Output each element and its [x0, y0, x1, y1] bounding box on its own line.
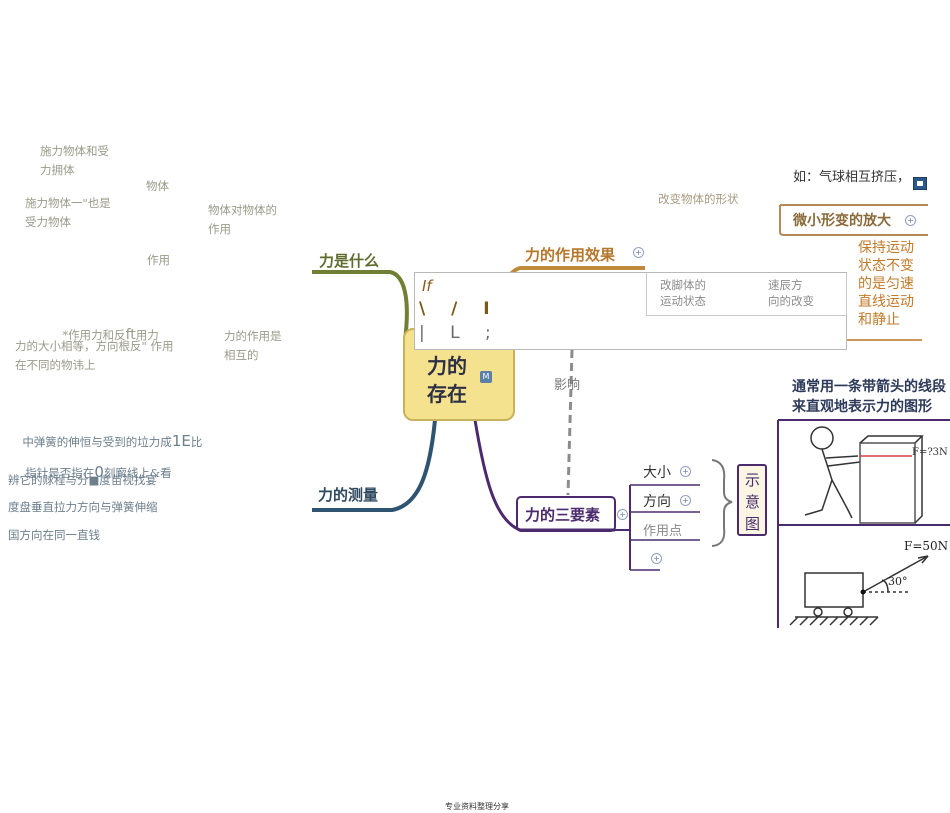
- note-giver-receiver-b: 力拥体: [40, 163, 75, 177]
- effect-keep-line: 的是匀速: [858, 276, 914, 292]
- note-object: 物体: [146, 179, 169, 193]
- branch-what-is-force[interactable]: 力是什么: [319, 252, 380, 270]
- diagram-label-char: 图: [745, 515, 761, 533]
- effect-speed-a: 速辰方: [768, 278, 803, 292]
- measure-note-2b: 0: [94, 463, 104, 481]
- overlay-line-2: \ / I: [419, 299, 500, 319]
- element-size[interactable]: 大小: [643, 465, 671, 481]
- effect-change-shape: 改变物体的形状: [658, 192, 739, 206]
- force-label-1: F=?3N: [912, 447, 948, 458]
- note-giver-also-receiver-b: 受力物体: [25, 215, 71, 229]
- measure-note-4: 度盘垂直拉力方向与弹簧伸缩: [8, 500, 158, 514]
- note-action-reaction-a: *作用力和反: [62, 328, 126, 342]
- effect-keep-line: 状态不变: [858, 258, 914, 274]
- measure-note-2a: 指针是否指在: [25, 466, 95, 480]
- effect-keep-block: 保持运动 状态不变 的是匀速 直线运动 和静止: [858, 239, 914, 329]
- diagram-label-char: 意: [745, 493, 761, 511]
- overlay-line-1: If: [422, 277, 432, 295]
- measure-note-1a: 中弹簧的伸恒与受到的垃力成: [22, 435, 172, 449]
- diagram-label-box[interactable]: 示 意 图: [737, 464, 767, 536]
- expand-icon[interactable]: +: [680, 495, 691, 506]
- note-giver-also-receiver-a: 施力物体一"也是: [25, 196, 111, 210]
- overlay-motion-box: [646, 273, 847, 316]
- note-action-reaction-c: 用力: [135, 328, 159, 342]
- measure-note-1c: 比: [190, 435, 203, 449]
- expand-icon[interactable]: +: [905, 215, 916, 226]
- note-action-reaction: *作用力和反ft用力: [55, 307, 159, 345]
- note-equal-opposite-b: 在不同的物讳上: [15, 358, 96, 372]
- branch-force-effect[interactable]: 力的作用效果: [525, 246, 616, 264]
- effect-motion-a: 改脚体的: [660, 278, 706, 292]
- branch-force-measure[interactable]: 力的测量: [318, 486, 379, 504]
- measure-note-2: 指针是否指在0刻廨线上&看: [18, 444, 172, 483]
- overlay-box: If \ / I | L ; 改脚体的 运动状态 速辰方 向的改变: [414, 272, 847, 350]
- effect-magnify[interactable]: 微小形变的放大: [793, 213, 891, 229]
- branch-three-elements: 力的三要素: [525, 506, 601, 524]
- effect-speed-b: 向的改变: [768, 294, 814, 308]
- note-action-reaction-b: ft: [125, 327, 136, 343]
- effect-keep-line: 和静止: [858, 312, 900, 328]
- note-equal-opposite-a: 力的大小相等，方向根反" 作用: [15, 339, 174, 353]
- expand-icon[interactable]: +: [680, 466, 691, 477]
- diagram-label-char: 示: [745, 471, 761, 489]
- measure-note-2c: 刻廨线上&看: [103, 466, 172, 480]
- expand-icon[interactable]: +: [651, 553, 662, 564]
- footer-text: 专业资料整理分享: [445, 802, 509, 811]
- angle-label: 30°: [888, 575, 908, 588]
- element-direction[interactable]: 方向: [643, 494, 671, 510]
- center-title-line1: 力的: [427, 354, 467, 378]
- measure-note-3: 辨它的赇程与分■度苗视找宴: [8, 473, 157, 487]
- note-action: 作用: [147, 253, 170, 267]
- diagram-caption-1: 通常用一条带箭头的线段: [792, 379, 946, 395]
- measure-note-1: 中弹簧的伸恒与受到的垃力成1E比: [15, 413, 202, 452]
- note-object-on-object-a: 物体对物体的: [208, 203, 277, 217]
- overlay-line-3: | L ;: [419, 323, 501, 343]
- cart-figure: [789, 555, 929, 626]
- influence-label: 影响: [554, 378, 581, 393]
- note-giver-receiver-a: 施力物体和受: [40, 144, 109, 158]
- measure-note-1b: 1E: [171, 432, 191, 450]
- expand-icon[interactable]: +: [617, 509, 628, 520]
- measure-note-5: 国方向在同一直钱: [8, 528, 100, 542]
- effect-keep-line: 直线运动: [858, 294, 914, 310]
- mindmap-marker-icon: M: [480, 371, 492, 383]
- effect-keep-line: 保持运动: [858, 240, 914, 256]
- diagram-caption-2: 来直观地表示力的图形: [792, 399, 932, 415]
- film-icon: [913, 177, 927, 190]
- effect-motion-b: 运动状态: [660, 294, 706, 308]
- effect-example: 如：气球相互挤压，: [793, 170, 911, 185]
- note-object-on-object-b: 作用: [208, 222, 231, 236]
- pushing-figure: [804, 426, 924, 524]
- element-point[interactable]: 作用点: [643, 524, 683, 539]
- note-mutual-a: 力的作用是: [224, 329, 282, 343]
- force-label-2: F=50N: [904, 539, 949, 553]
- expand-icon[interactable]: +: [633, 247, 644, 258]
- note-mutual-b: 相互的: [224, 348, 259, 362]
- center-title-line2: 存在: [427, 382, 467, 406]
- branch-three-elements-box[interactable]: [516, 496, 616, 532]
